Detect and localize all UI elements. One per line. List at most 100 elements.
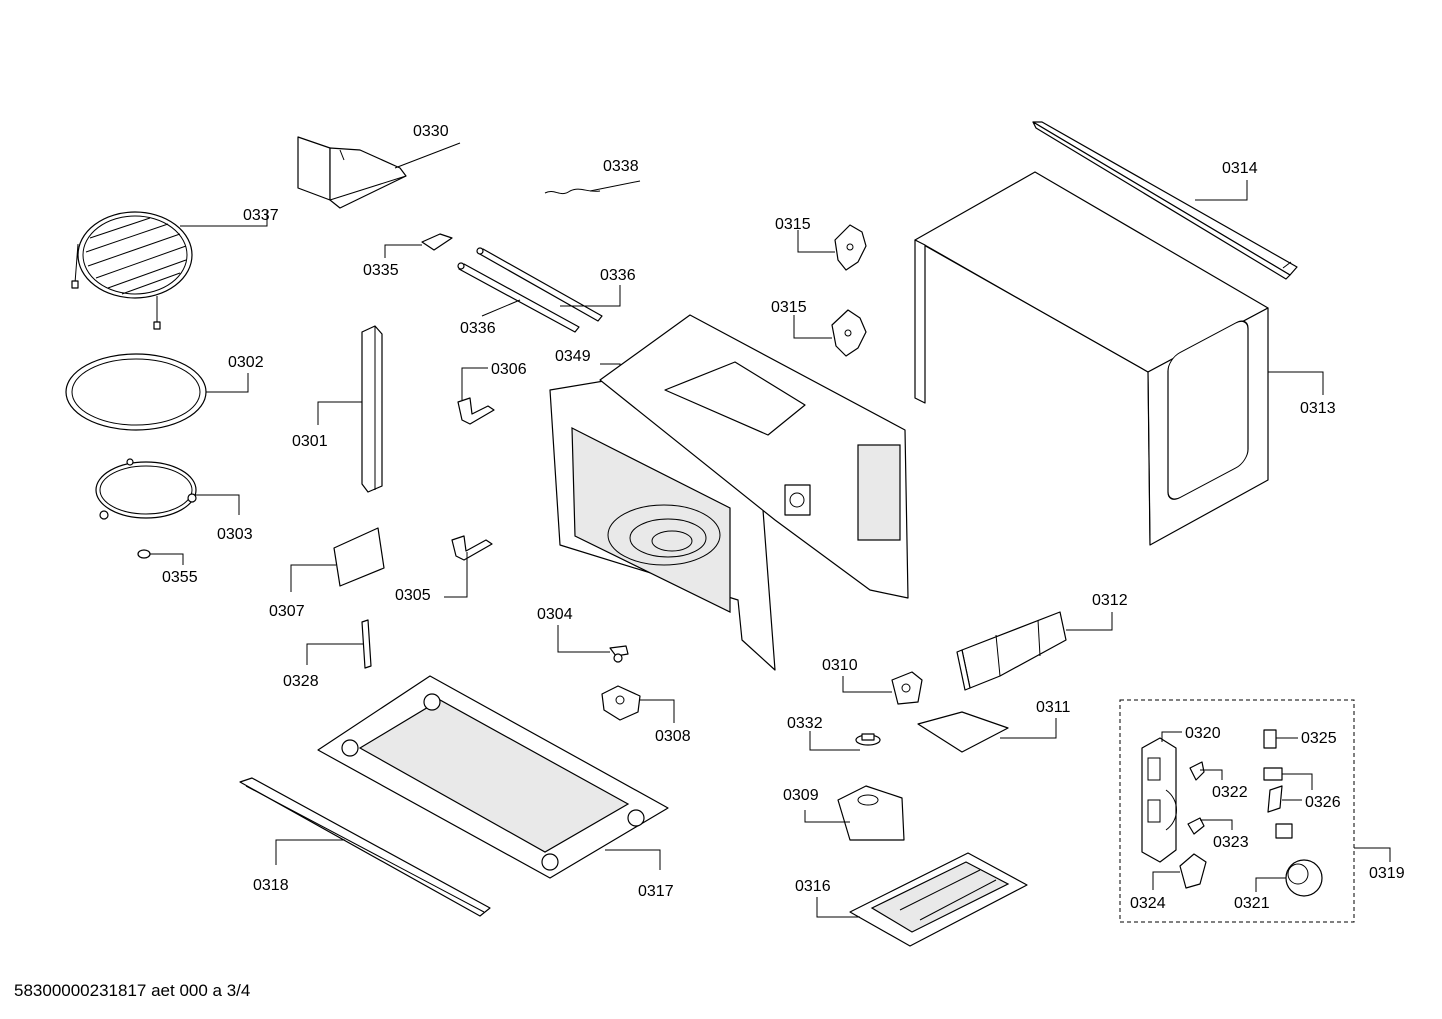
leader-0355 bbox=[150, 553, 184, 565]
part-0324-latch bbox=[1179, 853, 1207, 889]
part-0315-gasket-upper bbox=[834, 224, 867, 271]
part-0306-bracket bbox=[457, 397, 495, 425]
callout-0332: 0332 bbox=[787, 715, 823, 732]
leader-0307 bbox=[290, 564, 336, 592]
leader-0318 bbox=[275, 839, 345, 865]
callout-0316: 0316 bbox=[795, 878, 831, 895]
part-0321-knob bbox=[1285, 859, 1323, 897]
part-cavity bbox=[549, 314, 909, 671]
leader-0337 bbox=[180, 210, 268, 227]
part-0330-bracket bbox=[297, 136, 407, 209]
leader-0317 bbox=[605, 849, 661, 870]
callout-0305: 0305 bbox=[395, 587, 431, 604]
callout-0314: 0314 bbox=[1222, 160, 1258, 177]
callout-0318: 0318 bbox=[253, 877, 289, 894]
leader-0312 bbox=[1066, 612, 1113, 631]
part-0335-clip bbox=[421, 233, 453, 251]
callout-0325: 0325 bbox=[1301, 730, 1337, 747]
part-0332-fuse bbox=[855, 733, 881, 746]
part-0317-base-plate bbox=[317, 675, 669, 879]
callout-0337: 0337 bbox=[243, 207, 279, 224]
callout-0323: 0323 bbox=[1213, 834, 1249, 851]
callout-0336-upper: 0336 bbox=[600, 267, 636, 284]
callout-0303: 0303 bbox=[217, 526, 253, 543]
callout-0309: 0309 bbox=[783, 787, 819, 804]
callout-0335: 0335 bbox=[363, 262, 399, 279]
leader-0323 bbox=[1200, 819, 1233, 830]
callout-0312: 0312 bbox=[1092, 592, 1128, 609]
callout-0326: 0326 bbox=[1305, 794, 1341, 811]
leader-0308 bbox=[640, 699, 675, 723]
callout-0315-upper: 0315 bbox=[775, 216, 811, 233]
leader-0305 bbox=[444, 552, 468, 598]
callout-0320: 0320 bbox=[1185, 725, 1221, 742]
leader-0320 bbox=[1161, 731, 1182, 742]
callout-0304: 0304 bbox=[537, 606, 573, 623]
part-0303-turntable-support bbox=[95, 458, 197, 520]
callout-0319: 0319 bbox=[1369, 865, 1405, 882]
leader-0311 bbox=[1000, 718, 1057, 739]
callout-0355: 0355 bbox=[162, 569, 198, 586]
part-0323-lever bbox=[1187, 817, 1205, 835]
leader-0310 bbox=[842, 676, 892, 693]
part-0320-latch-frame bbox=[1141, 737, 1177, 863]
callout-0321: 0321 bbox=[1234, 895, 1270, 912]
part-0309-bracket bbox=[837, 785, 905, 841]
part-0336-rod-lower bbox=[457, 262, 580, 333]
drawing-footer-code: 58300000231817 aet 000 a 3/4 bbox=[14, 981, 251, 1000]
callout-0307: 0307 bbox=[269, 603, 305, 620]
part-0336-rod-upper bbox=[476, 247, 603, 322]
callout-0317: 0317 bbox=[638, 883, 674, 900]
leader-0315-lower bbox=[793, 315, 832, 339]
callout-0328: 0328 bbox=[283, 673, 319, 690]
part-0355-washer bbox=[137, 549, 151, 559]
leader-0316 bbox=[816, 897, 860, 918]
leader-0332 bbox=[809, 731, 860, 751]
leader-0336-upper bbox=[560, 285, 621, 307]
part-0315-gasket-lower bbox=[831, 309, 867, 357]
part-0302-roller-ring bbox=[65, 353, 207, 431]
part-0305-bracket bbox=[451, 535, 493, 561]
part-0312-shield bbox=[956, 611, 1067, 691]
part-0328-strip bbox=[361, 619, 372, 669]
leader-0321 bbox=[1255, 877, 1286, 892]
part-0301-rail bbox=[361, 325, 383, 493]
callout-0306: 0306 bbox=[491, 361, 527, 378]
callout-0349: 0349 bbox=[555, 348, 591, 365]
callout-0324: 0324 bbox=[1130, 895, 1166, 912]
callout-0302: 0302 bbox=[228, 354, 264, 371]
part-0311-sheet bbox=[917, 711, 1009, 753]
part-0337-wire-rack bbox=[71, 211, 193, 330]
leader-0335 bbox=[384, 244, 422, 258]
part-0307-plate bbox=[333, 527, 385, 587]
part-0338-wire bbox=[544, 188, 601, 195]
leader-0319 bbox=[1354, 847, 1391, 862]
part-0304-clip bbox=[609, 645, 629, 663]
callout-0310: 0310 bbox=[822, 657, 858, 674]
callout-0313: 0313 bbox=[1300, 400, 1336, 417]
leader-0313 bbox=[1268, 371, 1324, 395]
callout-0315-lower: 0315 bbox=[771, 299, 807, 316]
leader-0309 bbox=[804, 810, 850, 823]
callout-0322: 0322 bbox=[1212, 784, 1248, 801]
leader-0322 bbox=[1200, 769, 1223, 780]
leader-0326 bbox=[1282, 773, 1313, 790]
leader-0336-lower bbox=[481, 299, 521, 317]
leader-0306 bbox=[461, 367, 488, 400]
leader-0330 bbox=[394, 142, 461, 169]
leader-0324 bbox=[1152, 871, 1180, 890]
callout-0311: 0311 bbox=[1036, 699, 1071, 716]
callout-0338: 0338 bbox=[603, 158, 639, 175]
leader-0328 bbox=[306, 643, 364, 665]
part-0322-lever bbox=[1189, 761, 1205, 781]
callout-0308: 0308 bbox=[655, 728, 691, 745]
leader-0303 bbox=[194, 494, 240, 515]
part-0313-outer-casing bbox=[914, 171, 1269, 546]
part-0318-strip bbox=[239, 777, 491, 917]
leader-0302 bbox=[206, 373, 249, 393]
part-0326-switches bbox=[1263, 767, 1293, 839]
part-0314-top-rail bbox=[1032, 121, 1298, 280]
callout-0301: 0301 bbox=[292, 433, 328, 450]
leader-0338 bbox=[589, 180, 641, 192]
